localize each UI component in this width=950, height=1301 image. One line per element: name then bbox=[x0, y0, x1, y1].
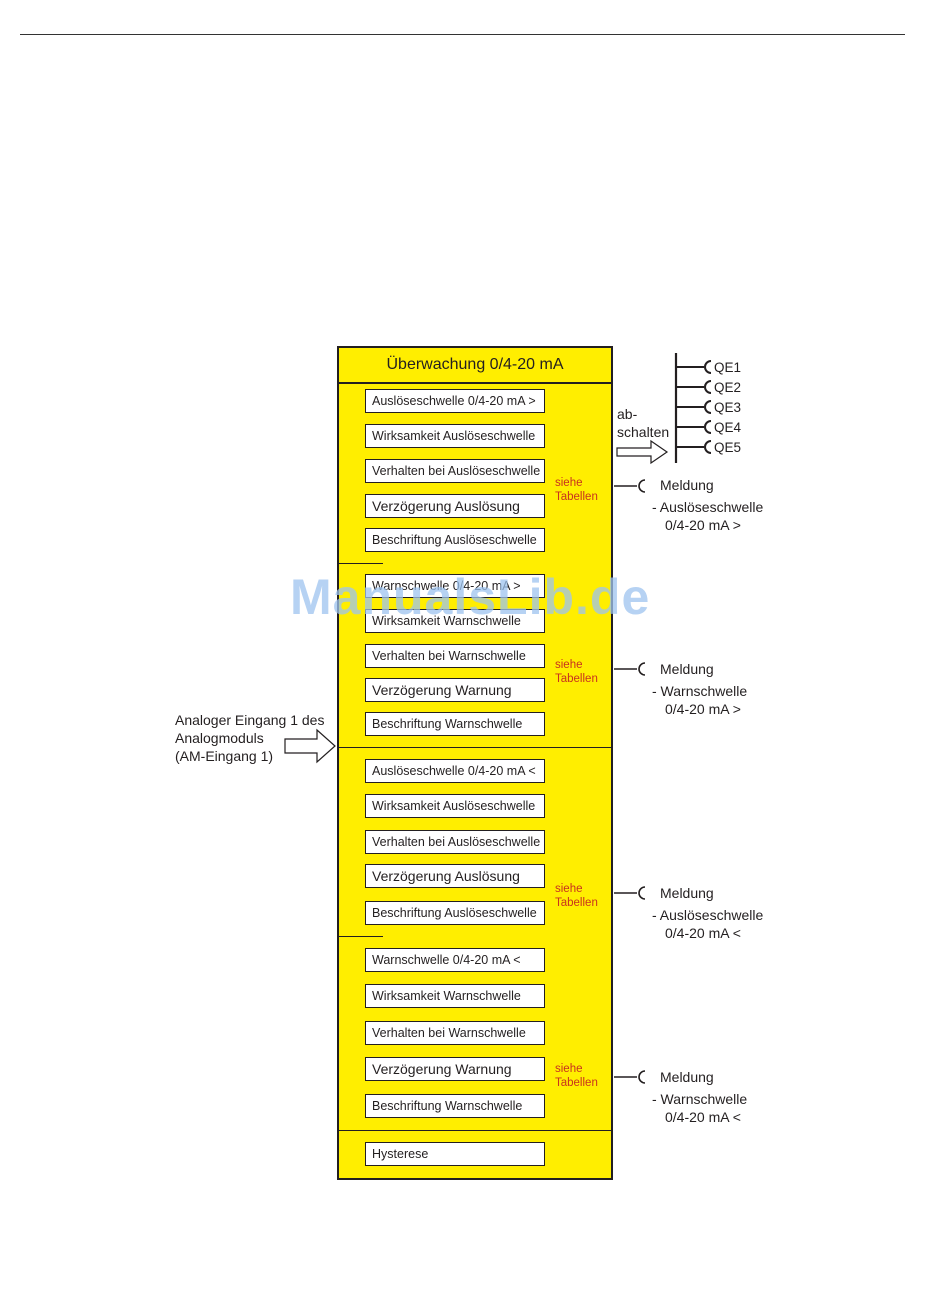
field-trip-label[interactable]: Beschriftung Auslöseschwelle bbox=[365, 901, 545, 925]
field-hysteresis[interactable]: Hysterese bbox=[365, 1142, 545, 1166]
message-warn-lower-line2: 0/4-20 mA < bbox=[665, 1109, 741, 1125]
message-warn-lower-line1: - Warnschwelle bbox=[652, 1091, 748, 1107]
group-divider bbox=[339, 563, 383, 564]
message-warn-upper-line1: - Warnschwelle bbox=[652, 683, 748, 699]
field-warn-threshold-lower[interactable]: Warnschwelle 0/4-20 mA < bbox=[365, 948, 545, 972]
message-trip-lower-title: Meldung bbox=[660, 885, 714, 901]
output-qe2: QE2 bbox=[714, 380, 742, 395]
field-warn-label[interactable]: Beschriftung Warnschwelle bbox=[365, 1094, 545, 1118]
message-trip-lower-line1: - Auslöseschwelle bbox=[652, 907, 764, 923]
message-trip-upper-line1: - Auslöseschwelle bbox=[652, 499, 764, 515]
message-connectors bbox=[614, 479, 646, 1084]
field-trip-delay[interactable]: Verzögerung Auslösung bbox=[365, 494, 545, 518]
output-qe4: QE4 bbox=[714, 420, 742, 435]
field-warn-behavior[interactable]: Verhalten bei Warnschwelle bbox=[365, 644, 545, 668]
header-rule bbox=[20, 34, 905, 35]
field-warn-effectiveness[interactable]: Wirksamkeit Warnschwelle bbox=[365, 609, 545, 633]
field-trip-threshold-lower[interactable]: Auslöseschwelle 0/4-20 mA < bbox=[365, 759, 545, 783]
field-warn-behavior[interactable]: Verhalten bei Warnschwelle bbox=[365, 1021, 545, 1045]
field-trip-effectiveness[interactable]: Wirksamkeit Auslöseschwelle bbox=[365, 794, 545, 818]
field-trip-behavior[interactable]: Verhalten bei Auslöseschwelle bbox=[365, 459, 545, 483]
group-divider bbox=[339, 747, 611, 748]
message-warn-upper-title: Meldung bbox=[660, 661, 714, 677]
output-list: QE1 QE2 QE3 QE4 QE5 bbox=[714, 358, 741, 458]
field-trip-behavior[interactable]: Verhalten bei Auslöseschwelle bbox=[365, 830, 545, 854]
field-warn-effectiveness[interactable]: Wirksamkeit Warnschwelle bbox=[365, 984, 545, 1008]
watermark: ManualsLib.de bbox=[290, 569, 651, 625]
message-trip-upper-title: Meldung bbox=[660, 477, 714, 493]
group-divider bbox=[339, 1130, 611, 1131]
field-trip-effectiveness[interactable]: Wirksamkeit Auslöseschwelle bbox=[365, 424, 545, 448]
field-warn-label[interactable]: Beschriftung Warnschwelle bbox=[365, 712, 545, 736]
field-trip-delay[interactable]: Verzögerung Auslösung bbox=[365, 864, 545, 888]
group-divider bbox=[339, 936, 383, 937]
output-qe3: QE3 bbox=[714, 400, 742, 415]
monitoring-block: Überwachung 0/4-20 mA Auslöseschwelle 0/… bbox=[337, 346, 613, 1180]
output-connectors bbox=[676, 360, 712, 454]
message-trip-upper-line2: 0/4-20 mA > bbox=[665, 517, 741, 533]
block-title: Überwachung 0/4-20 mA bbox=[339, 348, 611, 384]
input-arrow bbox=[284, 728, 336, 764]
field-warn-delay[interactable]: Verzögerung Warnung bbox=[365, 1057, 545, 1081]
switch-off-label: ab- schalten bbox=[617, 406, 670, 440]
output-qe1: QE1 bbox=[714, 360, 742, 375]
field-warn-threshold-upper[interactable]: Warnschwelle 0/4-20 mA > bbox=[365, 574, 545, 598]
message-warn-lower-title: Meldung bbox=[660, 1069, 714, 1085]
field-warn-delay[interactable]: Verzögerung Warnung bbox=[365, 678, 545, 702]
output-qe5: QE5 bbox=[714, 440, 742, 455]
input-label: Analoger Eingang 1 des Analogmoduls (AM-… bbox=[175, 712, 325, 764]
field-trip-label[interactable]: Beschriftung Auslöseschwelle bbox=[365, 528, 545, 552]
switch-off-arrow bbox=[616, 439, 669, 465]
message-trip-lower-line2: 0/4-20 mA < bbox=[665, 925, 741, 941]
field-trip-threshold-upper[interactable]: Auslöseschwelle 0/4-20 mA > bbox=[365, 389, 545, 413]
message-warn-upper-line2: 0/4-20 mA > bbox=[665, 701, 741, 717]
